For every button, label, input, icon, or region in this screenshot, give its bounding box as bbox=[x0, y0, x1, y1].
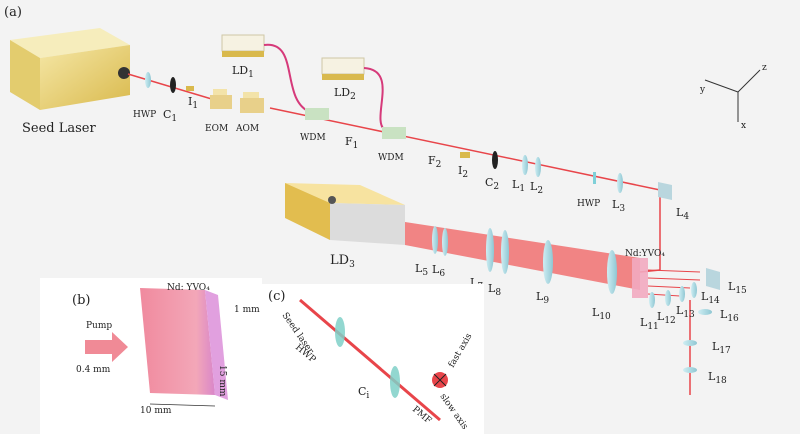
panel-c-ci-label: Ci bbox=[358, 385, 369, 401]
dim-1mm-label: 1 mm bbox=[234, 305, 260, 315]
ld2-label: LD2 bbox=[334, 86, 356, 102]
l14-label: L14 bbox=[701, 290, 720, 306]
dim-04mm-label: 0.4 mm bbox=[76, 365, 111, 375]
panel-c-axis-line2 bbox=[433, 373, 447, 387]
f1-label: F1 bbox=[345, 135, 358, 151]
i2-label: I2 bbox=[458, 164, 468, 180]
lens-l17 bbox=[683, 340, 697, 346]
aom-label: AOM bbox=[235, 124, 259, 134]
lens-l18 bbox=[683, 367, 697, 373]
dim-10mm-line bbox=[149, 403, 216, 407]
lens-l16 bbox=[698, 309, 712, 315]
mirror-l4 bbox=[658, 182, 672, 200]
fiber-ld2 bbox=[363, 67, 386, 131]
panel-c-bg bbox=[262, 284, 484, 434]
lens-l9 bbox=[543, 240, 553, 284]
l11-label: L11 bbox=[640, 316, 659, 332]
axis-y-label: y bbox=[699, 85, 706, 95]
lens-l11 bbox=[649, 292, 655, 308]
i2-isolator bbox=[460, 152, 470, 158]
l9-label: L9 bbox=[536, 290, 549, 306]
hwp2-plate bbox=[593, 172, 596, 184]
lens-l2 bbox=[535, 157, 541, 177]
pump-beam bbox=[405, 222, 640, 290]
ld1-label: LD1 bbox=[232, 64, 254, 80]
aom-box bbox=[240, 92, 264, 113]
i1-label: I1 bbox=[188, 95, 198, 111]
lens-l1 bbox=[522, 155, 528, 175]
dim-15mm-label: 15 mm bbox=[217, 365, 227, 397]
lens-l14 bbox=[691, 282, 697, 298]
l8-label: L8 bbox=[488, 282, 501, 298]
ld2-module bbox=[321, 57, 365, 80]
coordinate-axes bbox=[704, 69, 761, 122]
panel-b-crystal bbox=[140, 288, 215, 395]
fiber-ld1 bbox=[263, 43, 311, 113]
lens-l10 bbox=[607, 250, 617, 294]
mirror-l15 bbox=[706, 268, 720, 290]
panel-b-crystal-side bbox=[205, 290, 228, 400]
wdm1-label: WDM bbox=[300, 133, 326, 143]
c2-label: C2 bbox=[485, 176, 499, 192]
hwp1-label: HWP bbox=[133, 110, 156, 120]
l5-label: L5 bbox=[415, 262, 428, 278]
l4-label: L4 bbox=[676, 206, 689, 222]
panel-label-c: (c) bbox=[268, 289, 285, 304]
panel-label-b: (b) bbox=[72, 293, 90, 308]
wdm2-label: WDM bbox=[378, 153, 404, 163]
seed-laser-label: Seed Laser bbox=[22, 121, 96, 136]
f2-label: F2 bbox=[428, 154, 441, 170]
eom-box bbox=[210, 89, 232, 109]
lens-l12 bbox=[665, 290, 671, 306]
lens-l3 bbox=[617, 173, 623, 193]
l15-label: L15 bbox=[728, 280, 747, 296]
pump-arrow bbox=[85, 332, 128, 362]
ndyvo4-label-a: Nd:YVO₄ bbox=[625, 249, 665, 259]
l3-label: L3 bbox=[612, 198, 625, 214]
axis-z-label: z bbox=[762, 63, 767, 73]
l17-label: L17 bbox=[712, 340, 731, 356]
wdm2-box bbox=[382, 127, 406, 139]
i1-isolator bbox=[186, 86, 194, 91]
hwp1-plate bbox=[145, 72, 151, 88]
l16-label: L16 bbox=[720, 308, 739, 324]
lens-l13 bbox=[679, 286, 685, 302]
hwp2-label: HWP bbox=[577, 199, 600, 209]
panel-b-crystal-label: Nd: YVO₄ bbox=[167, 283, 210, 293]
axis-x-label: x bbox=[741, 121, 746, 131]
l12-label: L12 bbox=[657, 310, 676, 326]
panel-c-beam bbox=[299, 298, 441, 422]
crystal-ndyvo4 bbox=[632, 258, 648, 298]
l6-label: L6 bbox=[432, 263, 445, 279]
l18-label: L18 bbox=[708, 370, 727, 386]
panel-c-ci bbox=[390, 366, 400, 398]
pump-label: Pump bbox=[86, 321, 112, 331]
seed-laser-box bbox=[10, 28, 130, 110]
panel-label-a: (a) bbox=[4, 5, 22, 20]
eom-label: EOM bbox=[205, 124, 228, 134]
ld3-label: LD3 bbox=[330, 253, 355, 270]
l13-label: L13 bbox=[676, 304, 695, 320]
dim-10mm-label: 10 mm bbox=[140, 406, 172, 416]
c1-label: C1 bbox=[163, 108, 177, 124]
lens-l6 bbox=[442, 228, 448, 256]
lens-l7 bbox=[486, 228, 494, 272]
c1-coupler bbox=[170, 77, 176, 93]
l10-label: L10 bbox=[592, 306, 611, 322]
l1-label: L1 bbox=[512, 178, 525, 194]
lens-l5 bbox=[432, 226, 438, 254]
ld1-module bbox=[221, 34, 265, 57]
lens-l8 bbox=[501, 230, 509, 274]
l2-label: L2 bbox=[530, 180, 543, 196]
ld3-module bbox=[285, 183, 405, 245]
panel-c-hwp bbox=[335, 317, 345, 347]
c2-coupler bbox=[492, 151, 498, 169]
wdm1-box bbox=[305, 108, 329, 120]
